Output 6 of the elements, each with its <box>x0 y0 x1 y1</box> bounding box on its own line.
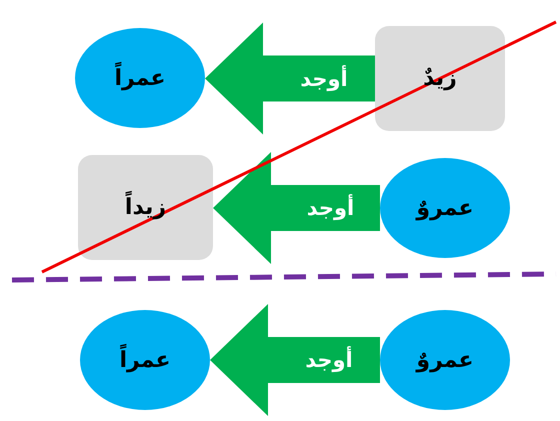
word-text: عمروٌ <box>416 348 474 372</box>
word-box <box>78 155 213 260</box>
block-arrow <box>205 22 375 134</box>
word-box <box>375 26 505 131</box>
block-arrow <box>210 304 380 416</box>
word-text: عمروٌ <box>416 196 474 220</box>
